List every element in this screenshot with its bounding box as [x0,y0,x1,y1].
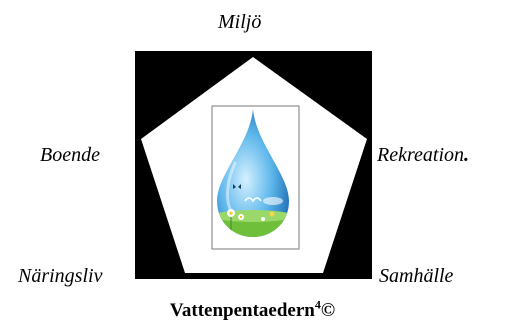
label-rekreation-period: . [464,144,470,166]
label-samhalle: Samhälle [379,265,454,287]
pentagon-diagram [135,51,372,279]
label-miljo: Miljö [218,11,262,33]
copyright-symbol: © [320,300,336,321]
label-naringsliv: Näringsliv [18,265,103,287]
caption-superscript: 4 [314,297,321,312]
caption-title: Vattenpentaedern4© [0,297,505,322]
label-boende: Boende [40,144,100,166]
label-rekreation: Rekreation. [377,144,469,166]
caption-text: Vattenpentaedern [169,300,315,321]
butterfly-icon [233,184,241,189]
label-rekreation-text: Rekreation [377,144,465,166]
water-drop-icon [217,109,289,237]
